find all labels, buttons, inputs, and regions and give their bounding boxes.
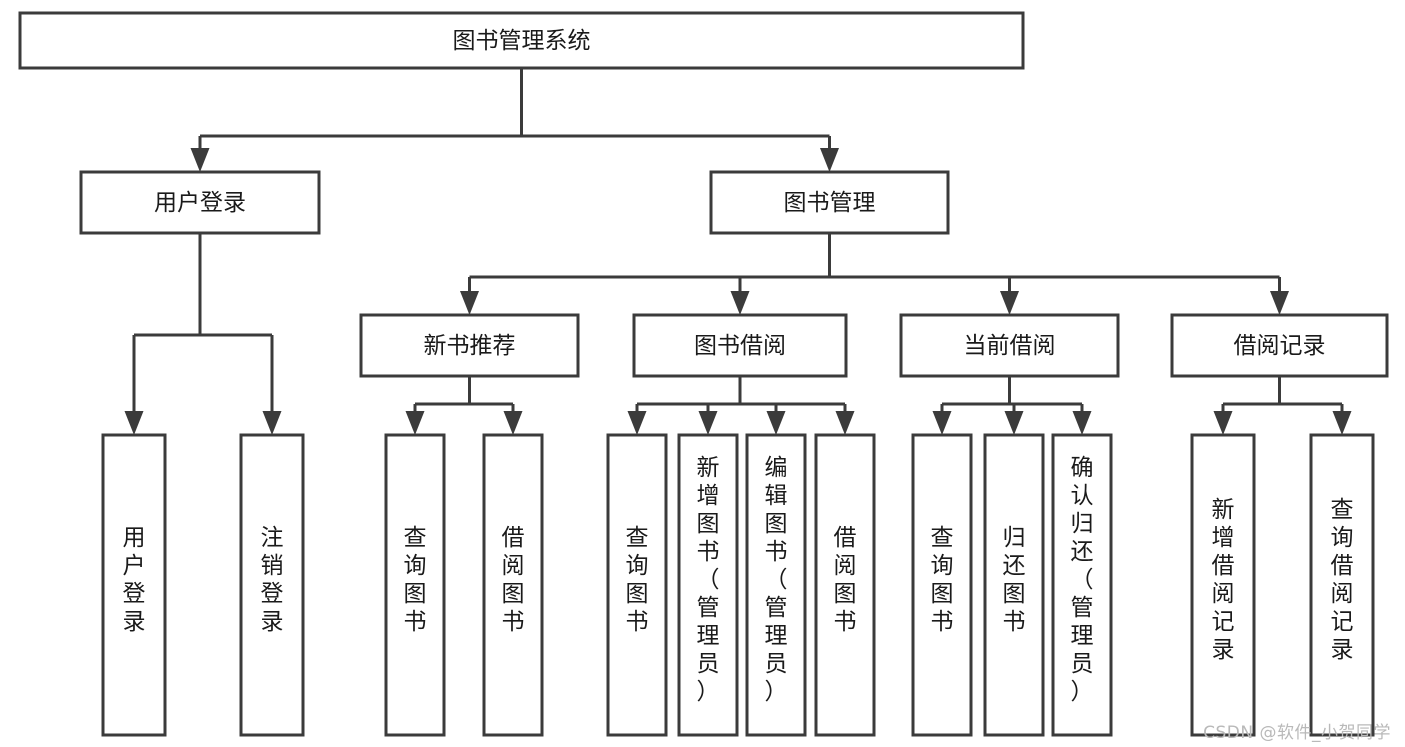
node-l3_query_book_b[interactable]: 查询图书 <box>606 433 668 737</box>
node-l3_query_book_a[interactable]: 查询图书 <box>384 433 446 737</box>
node-label-l1_book_mgmt: 图书管理 <box>784 190 876 216</box>
node-l3_add_book[interactable]: 新增图书（管理员） <box>677 433 739 737</box>
node-l2_book_borrow[interactable]: 图书借阅 <box>632 313 848 378</box>
node-l3_user_logout[interactable]: 注销登录 <box>239 433 305 737</box>
edge-group-l2_current_loan <box>932 376 1092 435</box>
node-l3_query_book_c[interactable]: 查询图书 <box>911 433 973 737</box>
node-l3_borrow_book_a[interactable]: 借阅图书 <box>482 433 544 737</box>
node-label-l1_user_login: 用户登录 <box>154 190 246 216</box>
connectors-layer <box>124 68 1352 435</box>
node-l3_user_login[interactable]: 用户登录 <box>101 433 167 737</box>
node-l3_return_book[interactable]: 归还图书 <box>983 433 1045 737</box>
node-l2_current_loan[interactable]: 当前借阅 <box>899 313 1120 378</box>
node-label-l3_add_record: 新增借阅记录 <box>1212 497 1235 663</box>
node-l3_confirm_ret[interactable]: 确认归还（管理员） <box>1051 433 1113 737</box>
node-label-l3_confirm_ret: 确认归还（管理员） <box>1071 455 1094 705</box>
node-root[interactable]: 图书管理系统 <box>18 11 1025 70</box>
edge-group-root <box>190 68 839 172</box>
node-l3_edit_book[interactable]: 编辑图书（管理员） <box>745 433 807 737</box>
node-label-l3_borrow_book_b: 借阅图书 <box>834 525 857 635</box>
node-l1_book_mgmt[interactable]: 图书管理 <box>709 170 950 235</box>
edge-group-l2_loan_record <box>1213 376 1352 435</box>
node-label-l3_borrow_book_a: 借阅图书 <box>502 525 525 635</box>
node-label-l3_query_book_c: 查询图书 <box>931 525 954 635</box>
node-label-root: 图书管理系统 <box>453 28 591 54</box>
node-label-l3_add_book: 新增图书（管理员） <box>697 455 720 705</box>
node-l1_user_login[interactable]: 用户登录 <box>79 170 321 235</box>
node-label-l3_query_book_b: 查询图书 <box>626 525 649 635</box>
node-l3_borrow_book_b[interactable]: 借阅图书 <box>814 433 876 737</box>
node-label-l3_user_login: 用户登录 <box>123 525 146 635</box>
node-label-l3_user_logout: 注销登录 <box>261 525 284 635</box>
node-l2_loan_record[interactable]: 借阅记录 <box>1170 313 1389 378</box>
node-l2_new_book_rec[interactable]: 新书推荐 <box>359 313 580 378</box>
nodes-layer: 图书管理系统用户登录图书管理新书推荐图书借阅当前借阅借阅记录用户登录注销登录查询… <box>18 11 1389 737</box>
node-label-l2_book_borrow: 图书借阅 <box>694 333 786 359</box>
node-l3_query_record[interactable]: 查询借阅记录 <box>1309 433 1375 737</box>
node-label-l2_new_book_rec: 新书推荐 <box>424 333 516 359</box>
node-label-l2_loan_record: 借阅记录 <box>1234 333 1326 359</box>
node-label-l2_current_loan: 当前借阅 <box>964 333 1056 359</box>
edge-group-l1_user_login <box>124 233 282 435</box>
node-l3_add_record[interactable]: 新增借阅记录 <box>1190 433 1256 737</box>
edge-group-l2_book_borrow <box>627 376 855 435</box>
edge-group-l1_book_mgmt <box>460 233 1289 315</box>
node-label-l3_query_record: 查询借阅记录 <box>1331 497 1354 663</box>
node-label-l3_edit_book: 编辑图书（管理员） <box>765 455 788 705</box>
node-label-l3_query_book_a: 查询图书 <box>404 525 427 635</box>
node-label-l3_return_book: 归还图书 <box>1003 525 1026 635</box>
edge-group-l2_new_book_rec <box>405 376 523 435</box>
